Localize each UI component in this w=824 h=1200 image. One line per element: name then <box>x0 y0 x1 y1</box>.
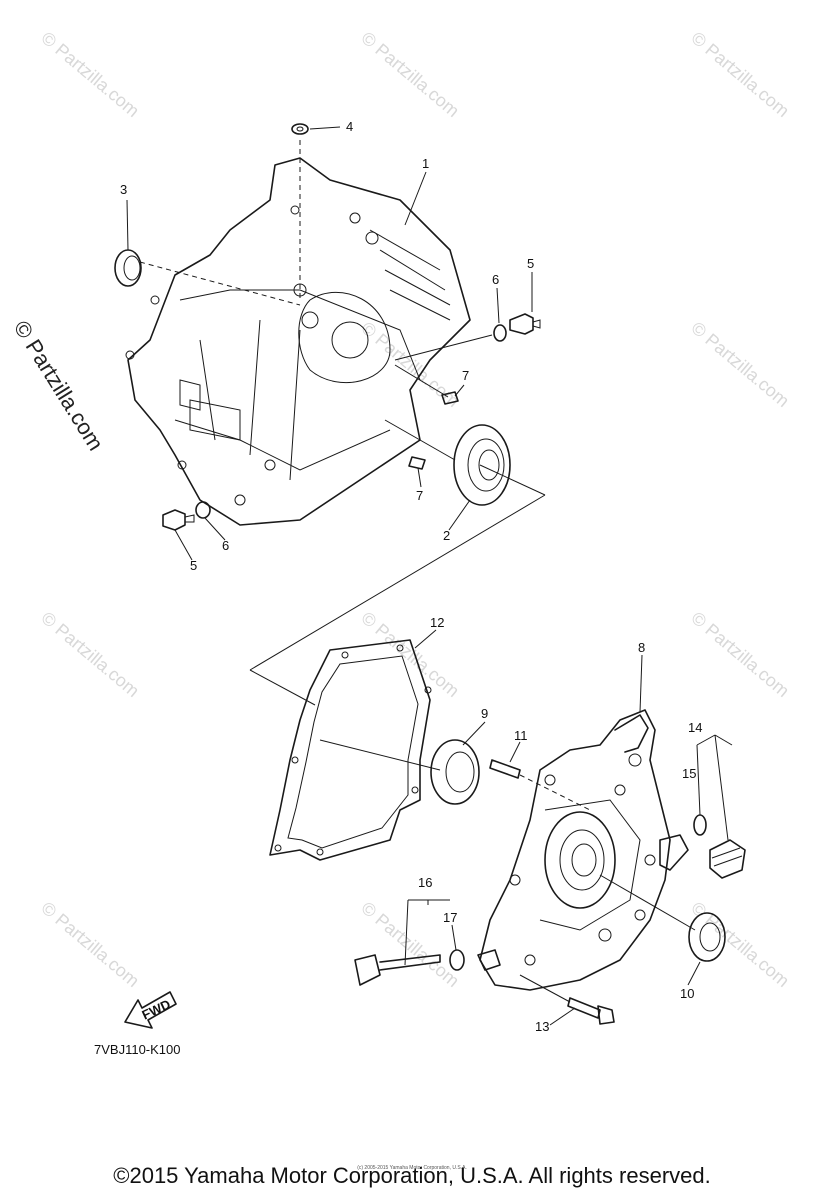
dowel-pin-part-7-upper <box>441 391 459 405</box>
callout-13: 13 <box>535 1019 549 1034</box>
oil-seal-part-9 <box>430 739 480 805</box>
watermark-text: © Partzilla.com <box>687 898 793 991</box>
assembly-lines <box>139 140 696 1003</box>
callout-6: 6 <box>222 538 229 553</box>
callout-10: 10 <box>680 986 694 1001</box>
watermark-text: © Partzilla.com <box>37 898 143 991</box>
oil-seal-part-10 <box>688 912 726 962</box>
bearing-part-2 <box>453 424 511 506</box>
callout-5: 5 <box>527 256 534 271</box>
watermark-text: © Partzilla.com <box>687 318 793 411</box>
watermark-layer: © Partzilla.com © Partzilla.com © Partzi… <box>37 28 793 991</box>
o-ring-part-15 <box>693 814 707 836</box>
callout-14: 14 <box>688 720 702 735</box>
washer-part-6-right <box>493 324 507 342</box>
fwd-arrow-icon: FWD <box>124 991 177 1029</box>
oil-seal-part-3 <box>114 249 142 287</box>
leader-lines <box>126 126 733 1026</box>
callout-numbers: 1 2 3 4 5 5 6 6 7 7 8 9 10 11 12 13 14 1… <box>120 119 702 1034</box>
o-ring-part-17 <box>449 949 465 971</box>
bolt-part-5-right <box>509 313 541 335</box>
callout-5: 5 <box>190 558 197 573</box>
bolt-part-13 <box>567 997 615 1025</box>
callout-2: 2 <box>443 528 450 543</box>
callout-4: 4 <box>346 119 353 134</box>
callout-15: 15 <box>682 766 696 781</box>
callout-12: 12 <box>430 615 444 630</box>
callout-8: 8 <box>638 640 645 655</box>
callout-3: 3 <box>120 182 127 197</box>
dowel-pin-part-11 <box>489 759 521 779</box>
plug-part-14 <box>709 839 746 879</box>
watermark-text: © Partzilla.com <box>687 608 793 701</box>
watermark-text: © Partzilla.com <box>357 28 463 121</box>
gasket-part-12 <box>269 639 432 861</box>
dipstick-part-16 <box>354 954 441 986</box>
watermark-text: © Partzilla.com <box>357 608 463 701</box>
bolt-part-5-left <box>162 509 195 531</box>
copyright-footer: ©2015 Yamaha Motor Corporation, U.S.A. A… <box>113 1163 711 1188</box>
watermark-text: © Partzilla.com <box>37 28 143 121</box>
dowel-pin-part-7-lower <box>408 456 426 470</box>
crankcase-cover-part-8 <box>477 709 689 991</box>
callout-16: 16 <box>418 875 432 890</box>
callout-7: 7 <box>462 368 469 383</box>
washer-part-6-left <box>195 501 211 519</box>
callout-1: 1 <box>422 156 429 171</box>
callout-9: 9 <box>481 706 488 721</box>
callout-7: 7 <box>416 488 423 503</box>
fwd-label: FWD <box>140 996 173 1022</box>
callout-17: 17 <box>443 910 457 925</box>
callout-6: 6 <box>492 272 499 287</box>
diagram-code: 7VBJ110-K100 <box>94 1042 181 1057</box>
watermark-text: © Partzilla.com <box>37 608 143 701</box>
small-copyright: (c) 2005-2015 Yamaha Motor Corporation, … <box>357 1165 467 1171</box>
watermark-text: © Partzilla.com <box>687 28 793 121</box>
washer-part-4 <box>291 123 309 135</box>
callout-11: 11 <box>514 728 528 743</box>
crankcase-assembly <box>125 157 471 526</box>
